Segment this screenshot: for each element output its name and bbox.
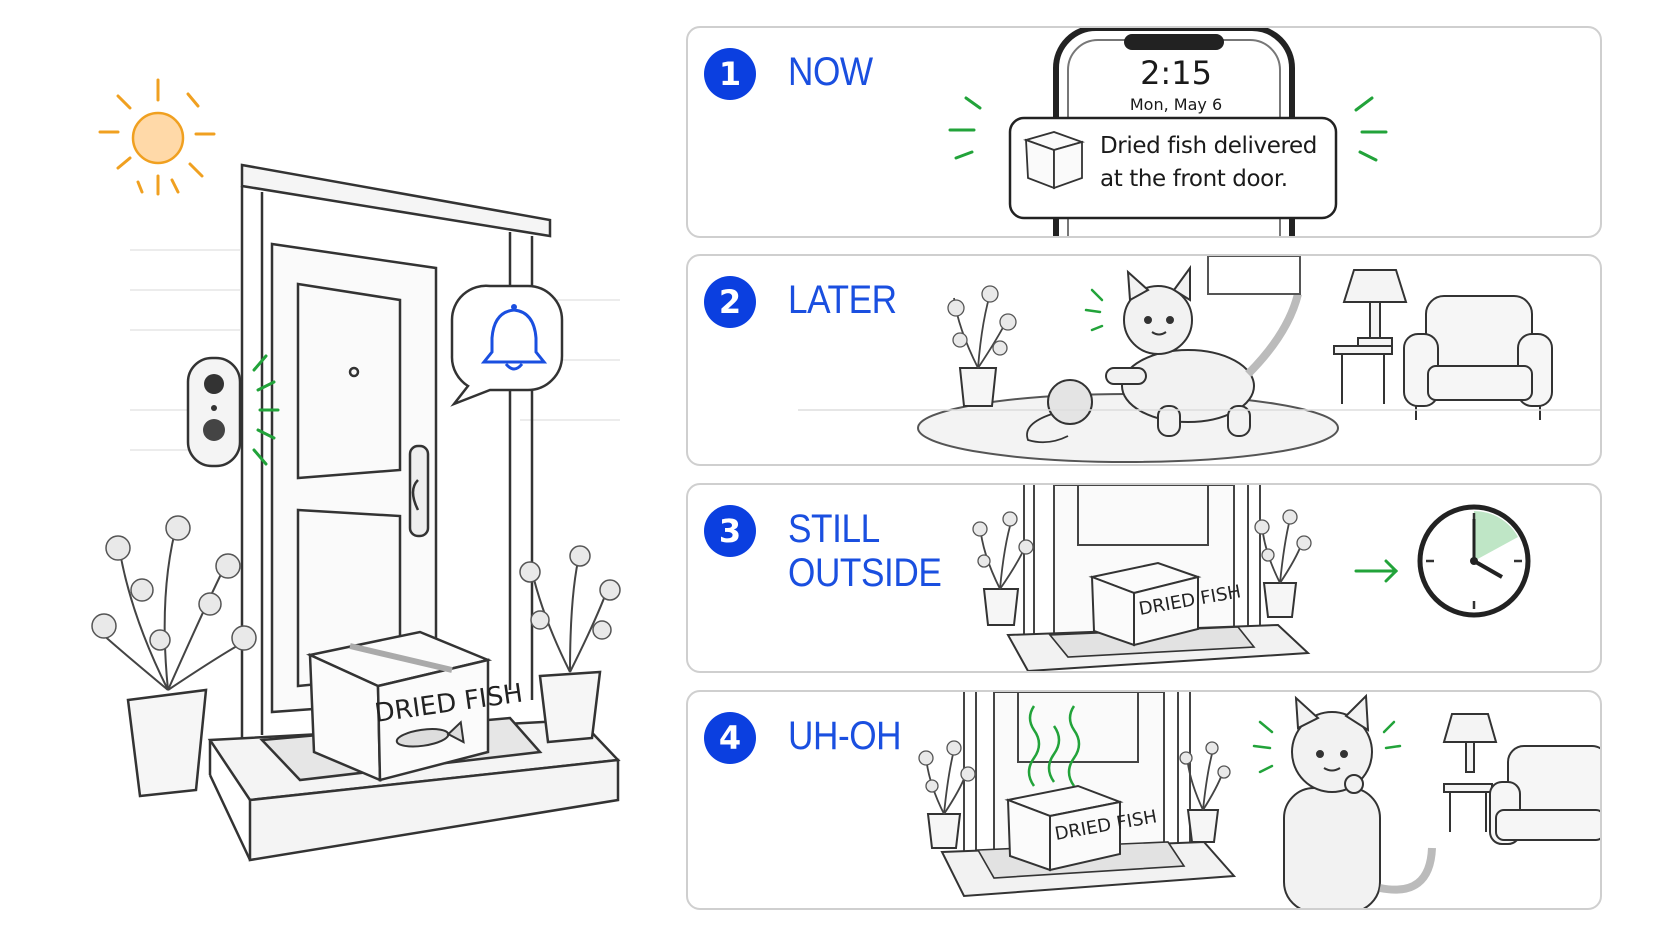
package-icon [1023,131,1085,190]
lamp [1333,269,1408,404]
left-plant [91,515,257,798]
arrow-right-icon [1354,559,1399,583]
bell-icon [450,284,564,407]
clock-icon [1417,504,1531,618]
right-plant [1179,741,1231,843]
alert-lines [948,96,1388,162]
sun-icon [98,78,216,196]
notification-card [1008,116,1338,220]
left-plant [918,740,976,849]
step-panel-2: 2 LATER [686,254,1602,466]
doorbell-camera-icon [186,356,242,468]
step-panel-3: DRIED FISH 3 STILL OUT [686,483,1602,673]
package-box [1088,561,1202,647]
step-number-1: 1 [704,48,756,100]
lamp [1442,713,1498,832]
step-number-3: 3 [704,505,756,557]
phone-date: Mon, May 6 [1129,95,1223,114]
package-box [1004,784,1124,872]
phone-time: 2:15 [1140,54,1212,92]
plant [947,285,1017,407]
doorbell-alert-lines [252,354,280,466]
smell-lines [1027,705,1081,787]
fish-icon [395,720,465,748]
step-label-4: UH-OH [788,714,902,758]
cat [1105,264,1302,437]
left-plant [972,511,1034,626]
armchair [1403,295,1553,420]
yarn-ball [1047,379,1093,425]
step-panel-4: DRIED FISH [686,690,1602,910]
wall-picture [1207,256,1301,295]
step-label-3: STILL OUTSIDE [788,507,942,595]
step-number-4: 4 [704,712,756,764]
step-label-2: LATER [788,278,897,322]
package-box [306,630,493,782]
step-number-2: 2 [704,276,756,328]
step-panel-1: 1 NOW 2:15 Mon, May 6 Dried fish deliver… [686,26,1602,238]
notification-text: Dried fish delivered at the front door. [1100,133,1317,192]
armchair [1489,745,1600,845]
right-plant [519,545,621,744]
right-plant [1254,509,1312,618]
cat [1283,693,1436,908]
step-label-1: NOW [788,50,873,94]
